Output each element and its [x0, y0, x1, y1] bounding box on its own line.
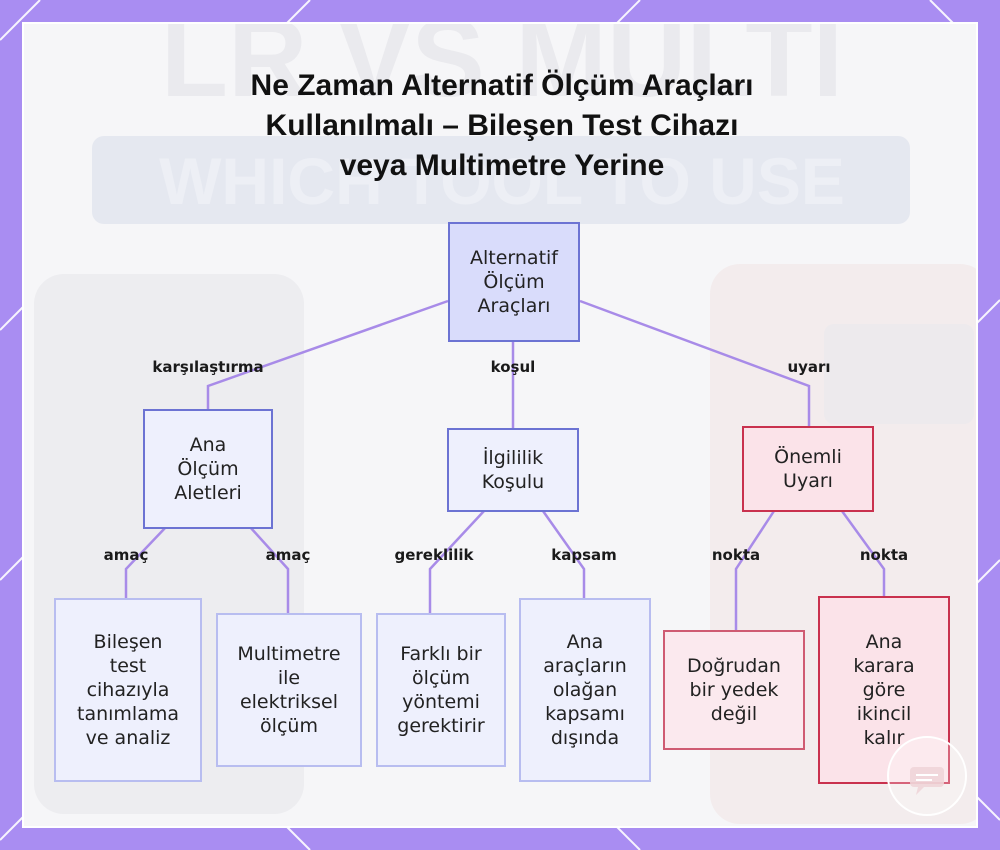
chat-bubble-icon[interactable] [886, 735, 968, 817]
node-not-replacement: Doğrudan bir yedek değil [663, 630, 805, 750]
node-root: Alternatif Ölçüm Araçları [448, 222, 580, 342]
page-title: Ne Zaman Alternatif Ölçüm Araçları Kulla… [24, 66, 976, 186]
title-line-1: Ne Zaman Alternatif Ölçüm Araçları [250, 69, 754, 102]
edge-root-warning [579, 299, 811, 426]
node-warning-label: Önemli Uyarı [774, 446, 842, 492]
node-relevance-label: İlgililik Koşulu [481, 447, 545, 493]
edge-label-warning: uyarı [787, 358, 831, 376]
edge-relevance-different [428, 510, 485, 613]
edge-root-main-tools [206, 299, 449, 409]
diagram-edges [124, 299, 886, 630]
ghost-title-text: LR VS MULTI [161, 24, 843, 120]
edge-relevance-outside [541, 510, 586, 598]
edge-warning-secondary [840, 510, 886, 596]
node-warning: Önemli Uyarı [742, 426, 874, 512]
edge-main-component [124, 526, 167, 598]
edge-label-purpose-2: amaç [265, 546, 311, 564]
edge-label-necessity: gereklilik [394, 546, 474, 564]
node-outside-scope-label: Ana araçların olağan kapsamı dışında [543, 631, 627, 749]
edge-label-comparison: karşılaştırma [152, 358, 264, 376]
ghost-banner-text: WHICH TOOL TO USE [159, 144, 845, 218]
node-component-tester-label: Bileşen test cihazıyla tanımlama ve anal… [77, 631, 179, 749]
node-different-method: Farklı bir ölçüm yöntemi gerektirir [376, 613, 506, 767]
node-multimeter: Multimetre ile elektriksel ölçüm [216, 613, 362, 767]
edge-main-multimeter [249, 526, 290, 613]
title-line-2: Kullanılmalı – Bileşen Test Cihazı [265, 109, 739, 142]
diagram-card: LR VS MULTI WHICH TOOL TO USE Ne Zaman A… [22, 22, 978, 828]
node-secondary-label: Ana karara göre ikincil kalır [853, 631, 915, 749]
node-secondary: Ana karara göre ikincil kalır [818, 596, 950, 784]
node-component-tester: Bileşen test cihazıyla tanımlama ve anal… [54, 598, 202, 782]
edge-label-purpose-1: amaç [103, 546, 149, 564]
node-different-method-label: Farklı bir ölçüm yöntemi gerektirir [397, 643, 485, 737]
node-relevance: İlgililik Koşulu [447, 428, 579, 512]
node-main-tools-label: Ana Ölçüm Aletleri [174, 434, 242, 504]
node-root-label: Alternatif Ölçüm Araçları [470, 247, 558, 317]
node-main-tools: Ana Ölçüm Aletleri [143, 409, 273, 529]
edge-warning-notreplacement [734, 510, 776, 630]
edge-label-scope: kapsam [551, 546, 617, 564]
node-multimeter-label: Multimetre ile elektriksel ölçüm [237, 643, 341, 737]
node-outside-scope: Ana araçların olağan kapsamı dışında [519, 598, 651, 782]
edge-label-condition: koşul [490, 358, 536, 376]
title-line-3: veya Multimetre Yerine [339, 149, 665, 182]
node-not-replacement-label: Doğrudan bir yedek değil [687, 655, 781, 725]
edge-label-point-2: nokta [859, 546, 909, 564]
edge-label-point-1: nokta [711, 546, 761, 564]
